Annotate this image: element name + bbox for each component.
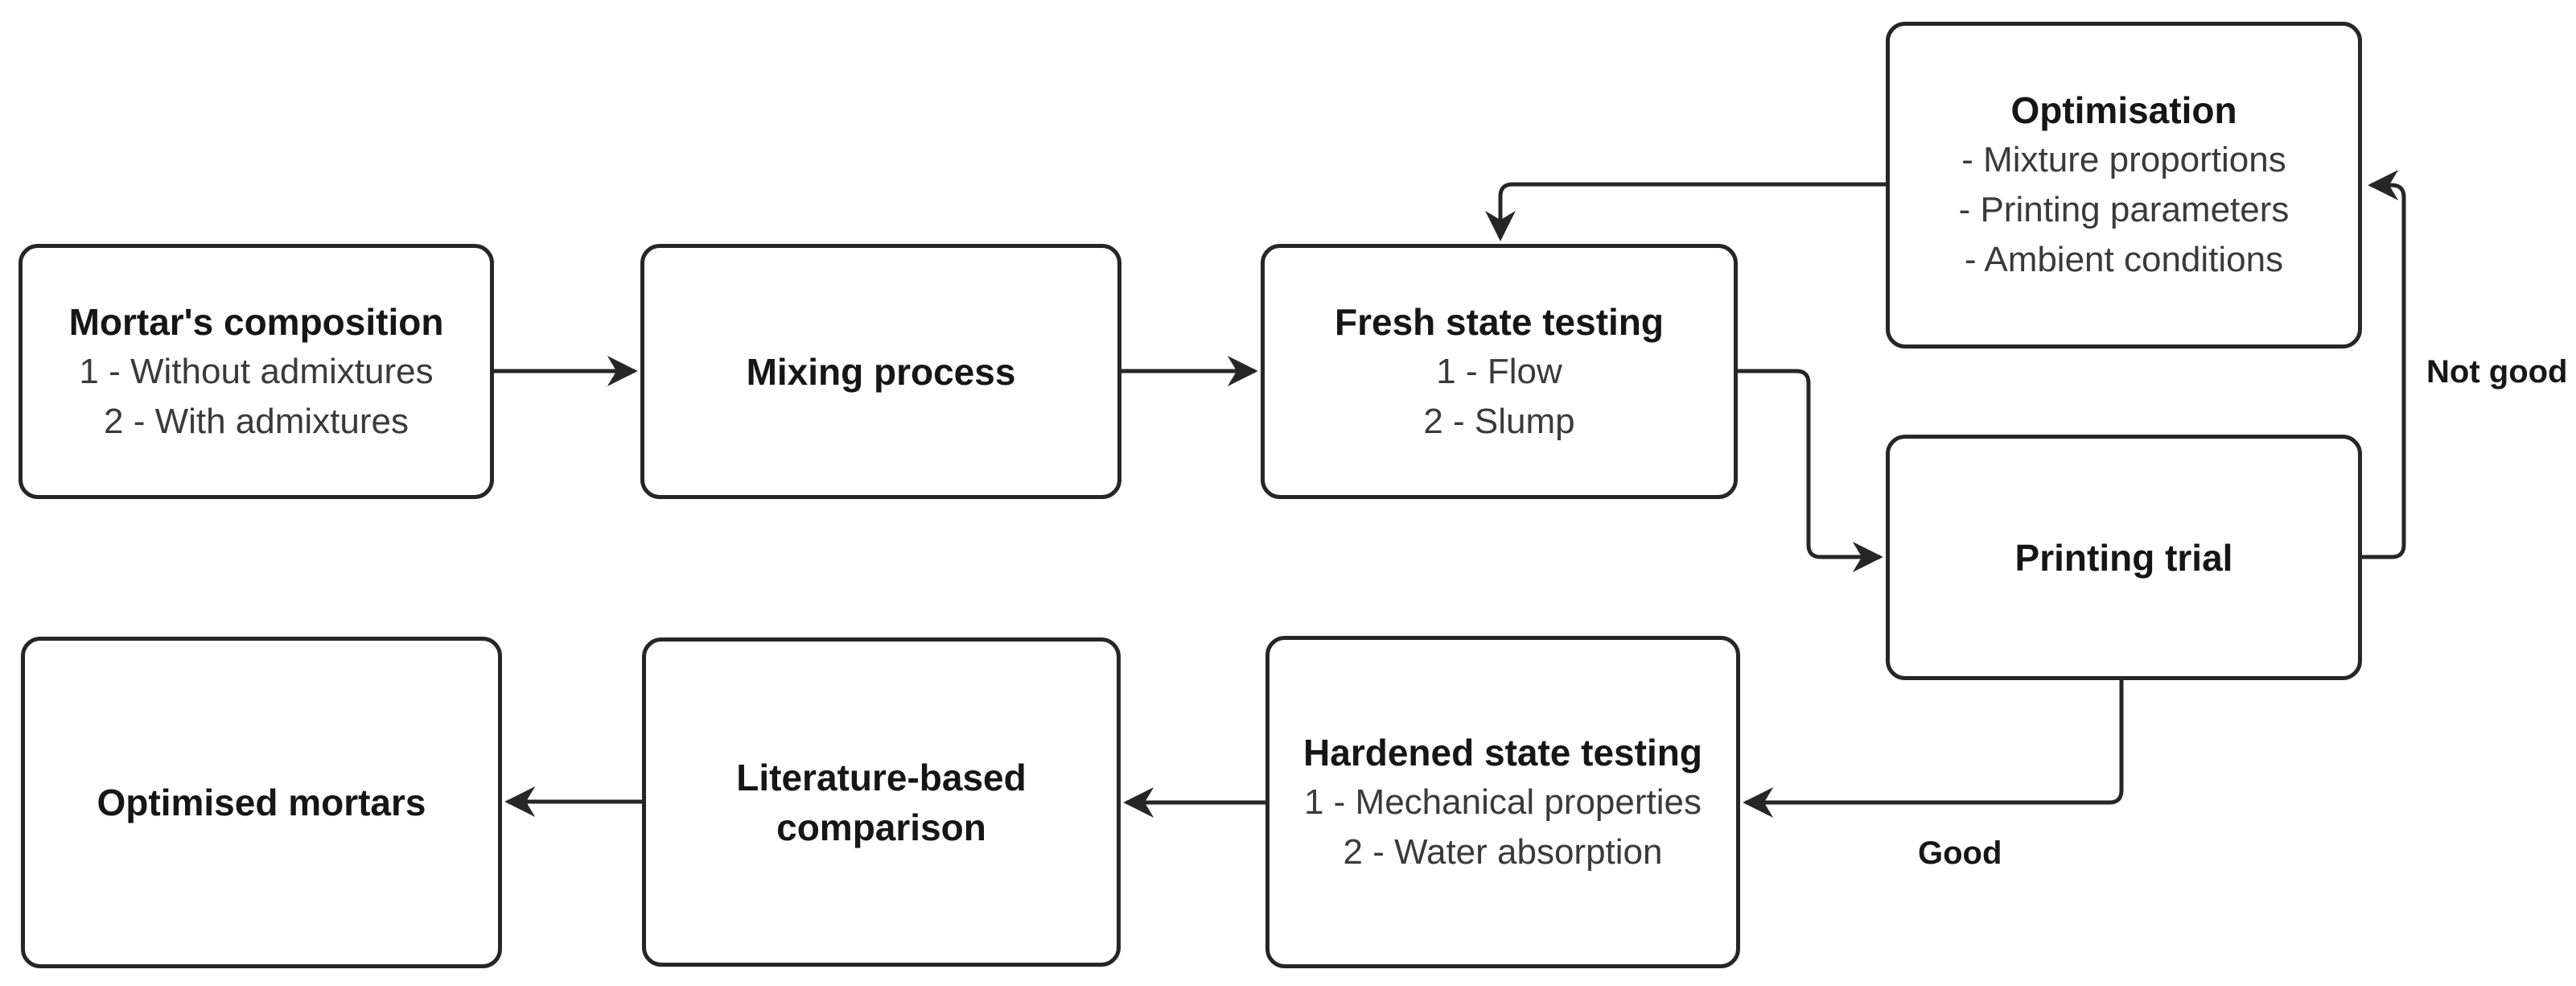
node-hardened-state-testing: Hardened state testing 1 - Mechanical pr… bbox=[1265, 636, 1740, 968]
edge-label-not-good: Not good bbox=[2426, 354, 2568, 390]
node-printing-trial: Printing trial bbox=[1886, 435, 2362, 680]
node-mortars-composition-title: Mortar's composition bbox=[68, 300, 444, 343]
node-hardened-state-testing-item-1: 1 - Mechanical properties bbox=[1303, 782, 1702, 822]
edge-fresh-to-printing bbox=[1738, 369, 1883, 572]
node-mortars-composition-item-2: 2 - With admixtures bbox=[104, 401, 409, 441]
node-fresh-state-testing: Fresh state testing 1 - Flow 2 - Slump bbox=[1261, 244, 1738, 499]
node-literature-comparison-title: Literature-based comparison bbox=[736, 756, 1027, 848]
edge-printing-to-optimisation bbox=[2362, 170, 2406, 559]
node-printing-trial-title: Printing trial bbox=[2014, 536, 2233, 579]
node-fresh-state-testing-item-2: 2 - Slump bbox=[1423, 401, 1575, 441]
node-fresh-state-testing-item-1: 1 - Flow bbox=[1436, 351, 1562, 391]
node-optimisation-item-1: - Mixture proportions bbox=[1961, 140, 2286, 179]
node-literature-comparison: Literature-based comparison bbox=[642, 637, 1121, 967]
node-optimisation-title: Optimisation bbox=[2010, 89, 2237, 131]
node-mortars-composition-item-1: 1 - Without admixtures bbox=[79, 351, 434, 391]
node-optimisation-item-2: - Printing parameters bbox=[1958, 190, 2290, 229]
node-optimised-mortars: Optimised mortars bbox=[21, 637, 502, 968]
node-optimisation-item-3: - Ambient conditions bbox=[1964, 240, 2284, 279]
node-fresh-state-testing-title: Fresh state testing bbox=[1335, 300, 1664, 343]
node-mixing-process-title: Mixing process bbox=[746, 350, 1016, 393]
node-optimised-mortars-title: Optimised mortars bbox=[97, 782, 426, 823]
edge-printing-to-hardened bbox=[1743, 680, 2124, 818]
node-hardened-state-testing-title: Hardened state testing bbox=[1303, 731, 1702, 774]
node-hardened-state-testing-item-2: 2 - Water absorption bbox=[1343, 831, 1663, 872]
edge-optimisation-to-fresh bbox=[1485, 182, 1886, 241]
edge-label-good: Good bbox=[1918, 835, 2002, 871]
node-optimisation: Optimisation - Mixture proportions - Pri… bbox=[1886, 22, 2362, 349]
node-mortars-composition: Mortar's composition 1 - Without admixtu… bbox=[19, 244, 494, 499]
node-mixing-process: Mixing process bbox=[640, 244, 1121, 499]
